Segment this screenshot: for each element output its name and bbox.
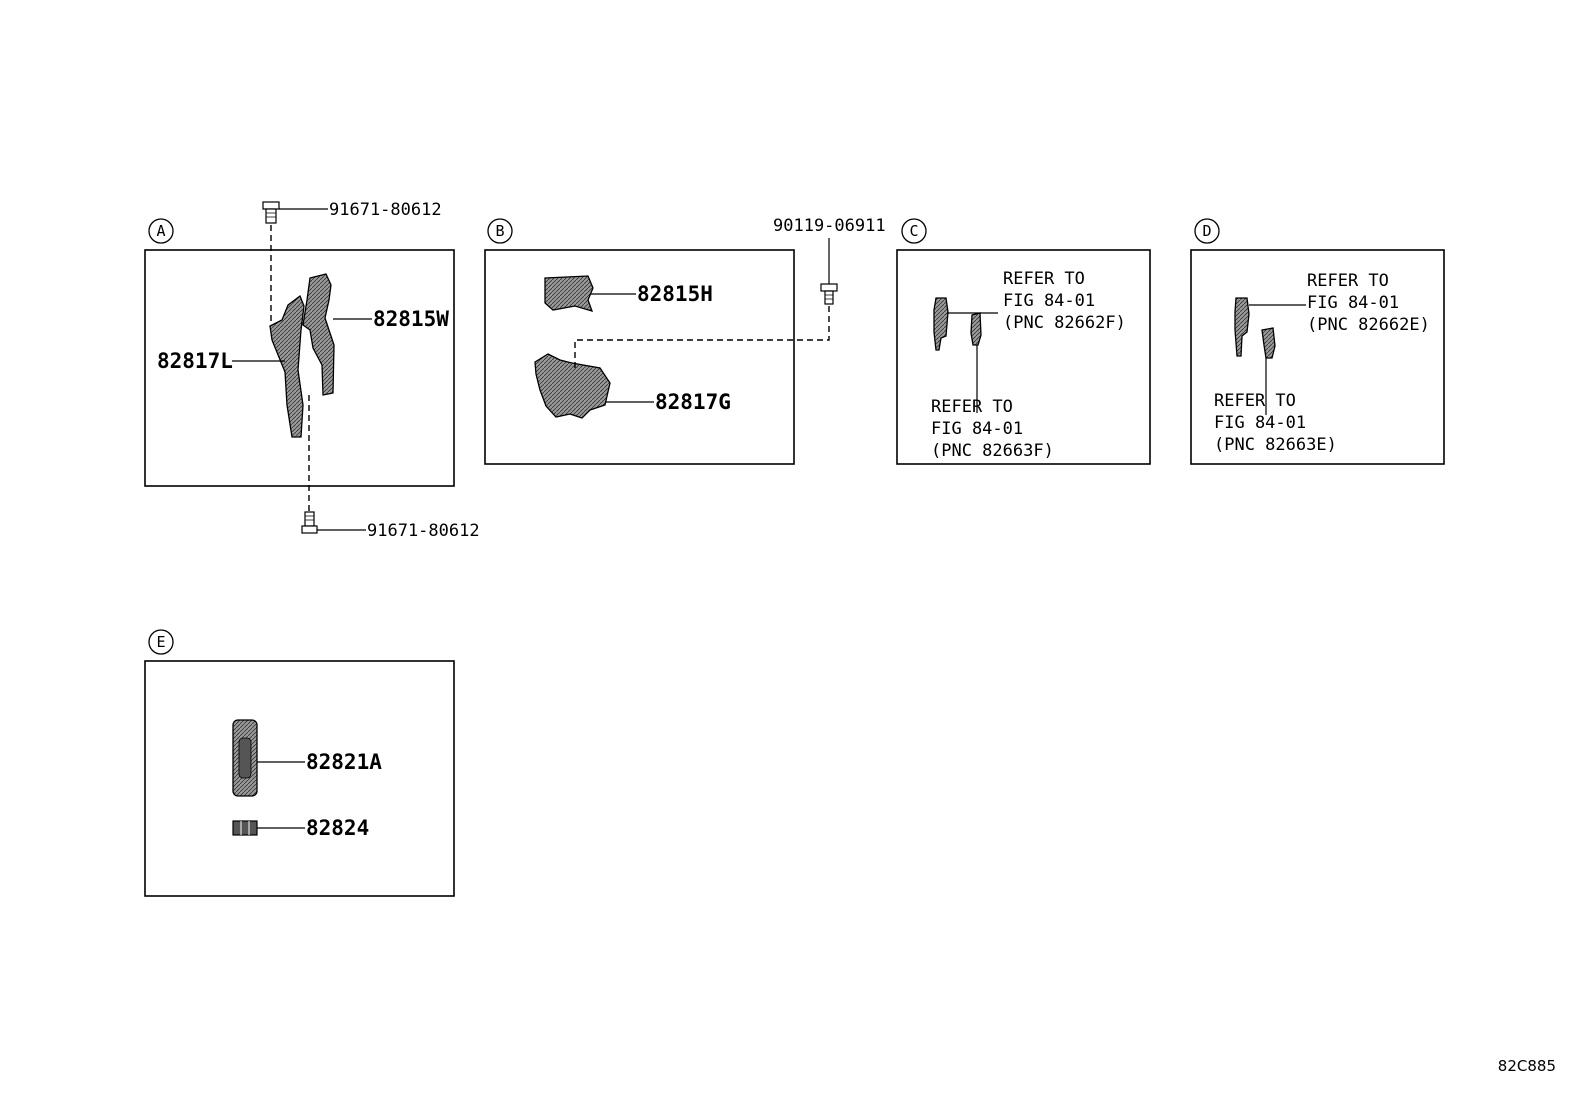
section-a: A 91671-80612 82817L 82815W 91671-80612 [144, 200, 480, 541]
part-number-screw: 90119-06911 [773, 216, 886, 236]
part-number-cover-h: 82815H [637, 282, 713, 306]
sensor-82663f [970, 312, 982, 346]
section-e-marker [148, 629, 174, 655]
section-a-marker [148, 218, 174, 244]
ref-d-bottom-line3: (PNC 82663E) [1214, 435, 1337, 455]
screw-icon [820, 283, 838, 305]
bracket-82817l [269, 294, 305, 438]
cover-82815h [544, 275, 594, 312]
part-number-clip-b: 82824 [306, 816, 369, 840]
sensor-82662e [1234, 297, 1250, 357]
ref-d-top-line3: (PNC 82662E) [1307, 315, 1430, 335]
section-d-frame [1190, 249, 1445, 465]
section-d-marker [1194, 218, 1220, 244]
part-number-clip-a: 82821A [306, 750, 382, 774]
section-d-letter: D [1202, 222, 1211, 240]
bolt-icon [301, 511, 318, 534]
section-e-letter: E [156, 633, 165, 651]
ref-c-top-line2: FIG 84-01 [1003, 291, 1095, 311]
ref-c-bottom-line1: REFER TO [931, 397, 1013, 417]
part-number-bolt-top: 91671-80612 [329, 200, 442, 220]
ref-d-top-line2: FIG 84-01 [1307, 293, 1399, 313]
section-c-letter: C [909, 222, 918, 240]
clip-82824 [232, 820, 258, 836]
section-b-letter: B [495, 222, 504, 240]
ref-c-top-line1: REFER TO [1003, 269, 1085, 289]
section-c: C REFER TO FIG 84-01 (PNC 82662F) REFER … [896, 218, 1151, 465]
section-b: B 82815H 82817G 90119-06911 [484, 216, 886, 465]
section-c-marker [901, 218, 927, 244]
bolt-icon [262, 201, 280, 224]
section-a-letter: A [156, 222, 165, 240]
ref-d-top-line1: REFER TO [1307, 271, 1389, 291]
bracket-82815w [302, 273, 335, 396]
part-number-bracket-l: 82817L [157, 349, 233, 373]
section-c-frame [896, 249, 1151, 465]
section-b-frame [484, 249, 795, 465]
section-e-frame [144, 660, 455, 897]
ref-c-bottom-line2: FIG 84-01 [931, 419, 1023, 439]
part-number-bracket-g: 82817G [655, 390, 731, 414]
ref-d-bottom-line2: FIG 84-01 [1214, 413, 1306, 433]
bracket-82817g [534, 353, 611, 419]
ref-c-top-line3: (PNC 82662F) [1003, 313, 1126, 333]
sensor-82662f [933, 297, 949, 351]
ref-c-bottom-line3: (PNC 82663F) [931, 441, 1054, 461]
section-b-marker [487, 218, 513, 244]
section-d: D REFER TO FIG 84-01 (PNC 82662E) REFER … [1190, 218, 1445, 465]
part-number-bracket-w: 82815W [373, 307, 449, 331]
section-a-frame [144, 249, 455, 487]
ref-d-bottom-line1: REFER TO [1214, 391, 1296, 411]
section-e: E 82821A 82824 [144, 629, 455, 897]
diagram-code: 82C885 [1498, 1057, 1556, 1075]
part-number-bolt-bottom: 91671-80612 [367, 521, 480, 541]
sensor-82663e [1261, 327, 1276, 359]
